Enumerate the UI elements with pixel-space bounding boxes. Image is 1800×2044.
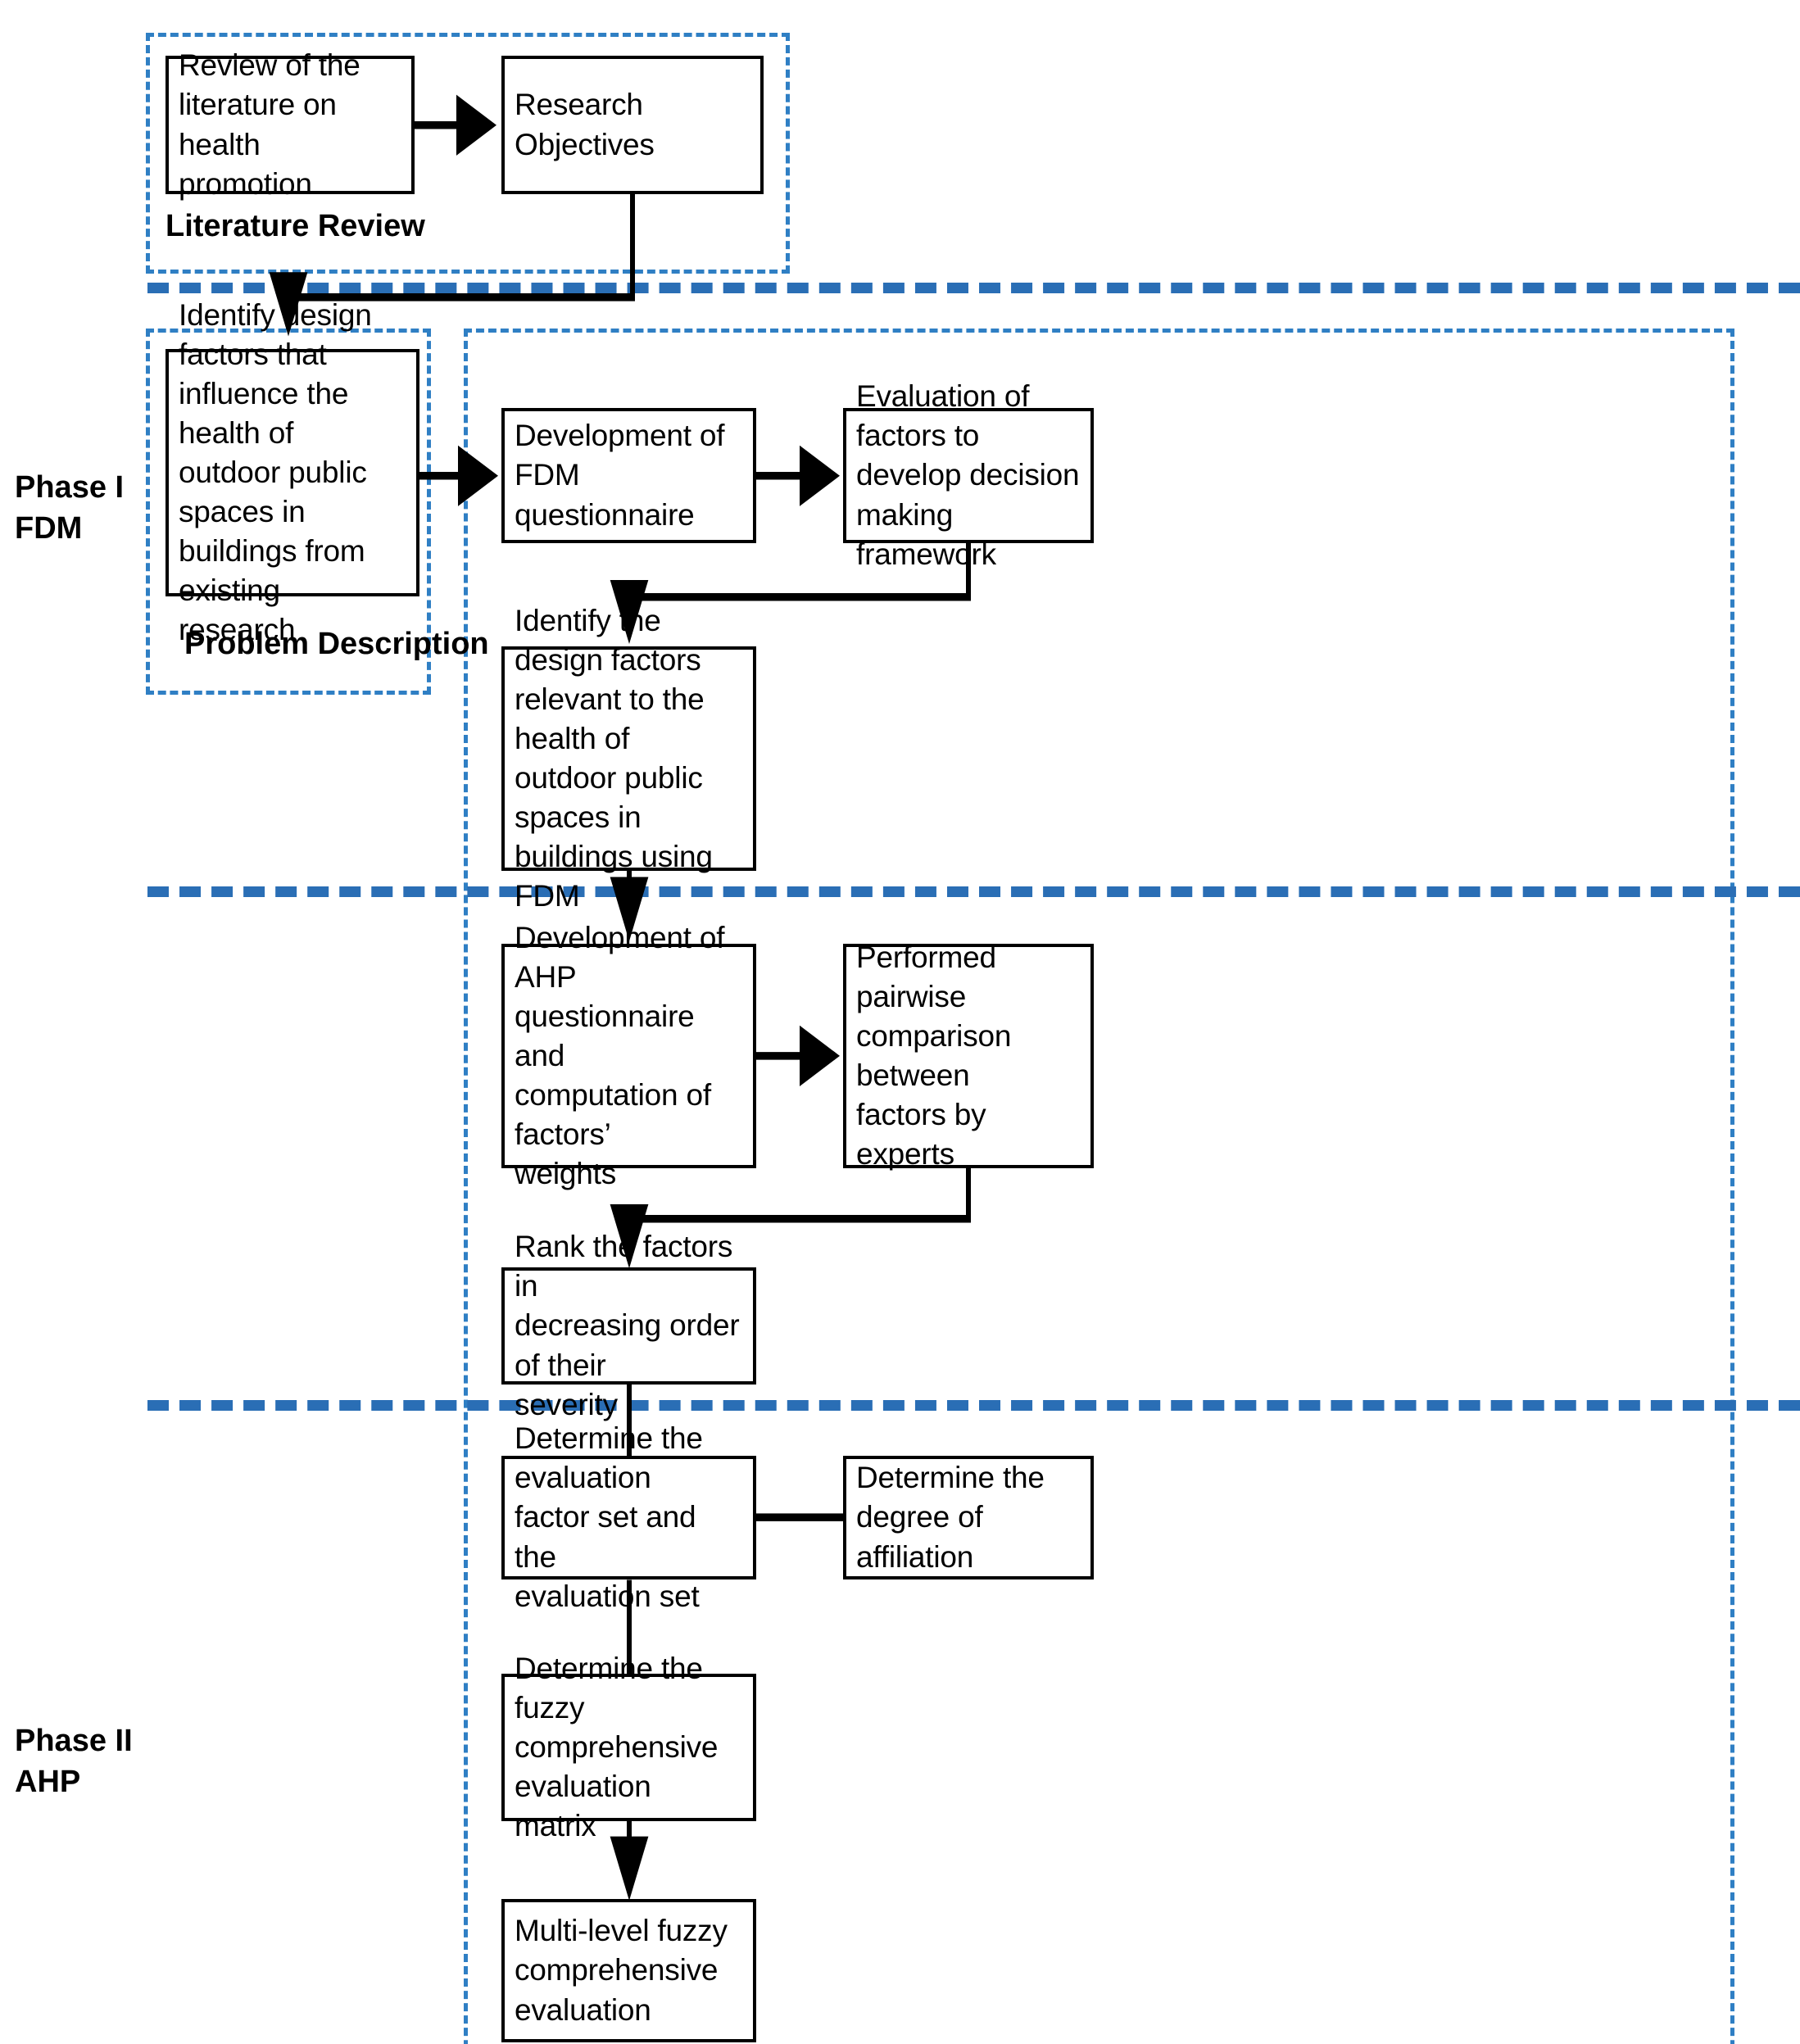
- node-fdm-questionnaire[interactable]: Development of FDM questionnaire: [501, 408, 756, 543]
- node-label: Development of AHP questionnaire and com…: [515, 920, 725, 1191]
- caption-problem-description: Problem Description: [184, 627, 489, 661]
- node-label: Determine the degree of affiliation: [856, 1461, 1045, 1574]
- node-degree-of-affiliation[interactable]: Determine the degree of affiliation: [843, 1456, 1094, 1579]
- node-fuzzy-matrix[interactable]: Determine the fuzzy comprehensive evalua…: [501, 1652, 756, 1842]
- node-label: Identify the design factors relevant to …: [515, 603, 713, 913]
- node-label: Evaluation of factors to develop decisio…: [856, 379, 1080, 571]
- node-research-objectives[interactable]: Research Objectives: [501, 56, 764, 194]
- node-label: Review of the literature on health promo…: [179, 48, 360, 201]
- phase-label-1: Phase I FDM: [15, 470, 125, 546]
- node-label: Development of FDM questionnaire: [515, 419, 725, 532]
- node-label: Determine the fuzzy comprehensive evalua…: [515, 1651, 719, 1843]
- node-label: Performed pairwise comparison between fa…: [856, 940, 1012, 1172]
- node-multi-level-evaluation[interactable]: Multi-level fuzzy comprehensive evaluati…: [501, 1899, 756, 2042]
- node-label: Research Objectives: [515, 88, 655, 161]
- group-main-methodology: [464, 329, 1734, 2044]
- node-label: Multi-level fuzzy comprehensive evaluati…: [515, 1914, 728, 2027]
- node-label: Identify design factors that influence t…: [179, 297, 372, 647]
- node-evaluation-factor-set[interactable]: Determine the evaluation factor set and …: [501, 1421, 756, 1613]
- node-evaluation-of-factors[interactable]: Evaluation of factors to develop decisio…: [843, 379, 1094, 571]
- phase-label-2: Phase II AHP: [15, 1724, 133, 1800]
- phase-divider-1: [147, 283, 1800, 293]
- node-rank-factors[interactable]: Rank the factors in decreasing order of …: [501, 1230, 756, 1421]
- node-label: Rank the factors in decreasing order of …: [515, 1230, 740, 1421]
- node-pairwise-comparison[interactable]: Performed pairwise comparison between fa…: [843, 940, 1094, 1171]
- node-identify-design-factors[interactable]: Identify design factors that influence t…: [165, 298, 419, 646]
- node-review-literature[interactable]: Review of the literature on health promo…: [165, 48, 415, 201]
- caption-literature-review: Literature Review: [165, 209, 425, 243]
- node-identify-relevant-factors[interactable]: Identify the design factors relevant to …: [501, 604, 756, 913]
- node-ahp-questionnaire[interactable]: Development of AHP questionnaire and com…: [501, 921, 756, 1190]
- node-label: Determine the evaluation factor set and …: [515, 1421, 703, 1613]
- phase-divider-3: [147, 1400, 1800, 1411]
- phase-divider-2: [147, 886, 1800, 897]
